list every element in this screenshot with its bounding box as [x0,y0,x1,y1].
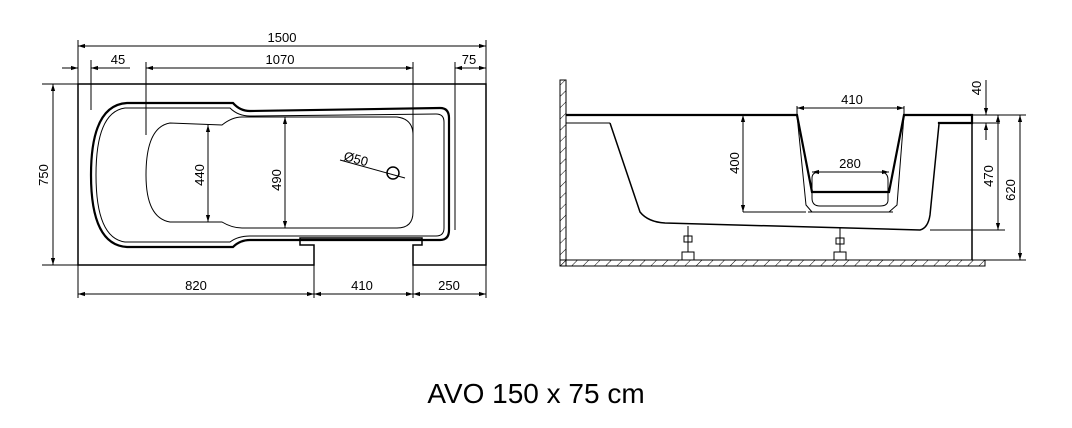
wall-hatch [559,79,567,267]
dim-door-depth: 400 [727,152,742,174]
dim-right-offset: 75 [462,52,476,67]
dim-basin-length: 1070 [266,52,295,67]
side-view: 410 280 400 40 470 620 [559,79,1026,267]
tub-rim-outline [89,101,451,249]
floor-hatch [559,259,986,267]
product-caption: AVO 150 x 75 cm [427,378,645,409]
dim-basin-width-wide: 490 [269,169,284,191]
dim-bottom-right: 250 [438,278,460,293]
dim-door-width: 410 [351,278,373,293]
basin-outline [145,116,414,229]
tub-rim-inner [95,107,445,243]
dim-left-offset: 45 [111,52,125,67]
dim-bottom-left: 820 [185,278,207,293]
top-extension-lines [42,40,487,298]
dim-rim-thickness: 40 [969,81,984,95]
side-rim [566,113,974,194]
door-outer-right [888,114,905,213]
caption-container: AVO 150 x 75 cm [0,378,1072,410]
technical-drawing: Ø50 1500 45 1070 75 [36,30,1026,298]
dim-total-height: 620 [1003,179,1018,201]
dim-overall-width: 750 [36,164,51,186]
side-basin-outline [609,122,940,231]
dim-overall-length: 1500 [268,30,297,45]
dim-door-top-width: 410 [841,92,863,107]
dim-basin-width-narrow: 440 [192,164,207,186]
support-legs [681,226,847,261]
drain-leader [339,159,406,179]
door-outer-left [796,114,813,213]
door-inner [811,171,889,207]
drain-label: Ø50 [342,148,370,169]
dim-door-bottom-width: 280 [839,156,861,171]
top-view: Ø50 1500 45 1070 75 [36,30,487,298]
dim-inner-depth: 470 [981,165,996,187]
